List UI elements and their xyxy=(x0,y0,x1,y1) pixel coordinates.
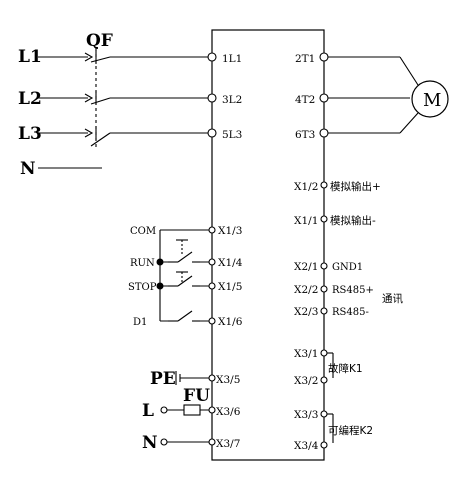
mains-lines xyxy=(38,52,102,169)
x1-3-label: X1/3 xyxy=(218,225,242,237)
run-junction xyxy=(156,258,164,266)
run-switch[interactable] xyxy=(168,239,200,266)
terminal-x2-2[interactable] xyxy=(320,285,328,293)
input-3l2-label: 3L2 xyxy=(222,94,242,106)
terminal-5l3[interactable] xyxy=(207,128,217,138)
breaker-label: QF xyxy=(86,31,113,51)
terminal-x3-1[interactable] xyxy=(320,349,328,357)
x2-1-label: X2/1 xyxy=(294,261,318,273)
d1-label: D1 xyxy=(133,317,147,328)
terminal-x1-4[interactable] xyxy=(208,258,216,266)
output-2t1-label: 2T1 xyxy=(295,53,315,65)
com-label: COM xyxy=(130,226,156,237)
x3-1-label: X3/1 xyxy=(294,348,318,360)
x3-5-label: X3/5 xyxy=(216,374,240,386)
mains-l2-label: L2 xyxy=(18,89,42,109)
terminal-x3-4[interactable] xyxy=(320,441,328,449)
control-wiring xyxy=(159,229,209,322)
mains-l3-label: L3 xyxy=(18,124,42,144)
x2-3-label: X2/3 xyxy=(294,306,318,318)
breaker-qf xyxy=(90,48,212,150)
x1-4-label: X1/4 xyxy=(218,257,243,269)
d1-switch[interactable] xyxy=(168,310,200,325)
relay-contacts xyxy=(327,352,334,443)
fuse-fu xyxy=(160,404,209,416)
terminal-x3-7[interactable] xyxy=(208,438,216,446)
stop-switch[interactable] xyxy=(168,271,200,290)
input-5l3-label: 5L3 xyxy=(222,129,242,141)
prog-k2-label: 可编程K2 xyxy=(328,424,373,437)
fault-k1-label: 故障K1 xyxy=(328,362,363,375)
x3-4-label: X3/4 xyxy=(294,440,319,452)
x2-2-label: X2/2 xyxy=(294,284,318,296)
terminal-x3-3[interactable] xyxy=(320,410,328,418)
terminal-x2-3[interactable] xyxy=(320,307,328,315)
analog-out-neg: 模拟输出- xyxy=(330,214,376,227)
mains-n-label: N xyxy=(20,159,36,179)
x1-5-label: X1/5 xyxy=(218,281,242,293)
terminal-3l2[interactable] xyxy=(207,93,217,103)
x3-7-label: X3/7 xyxy=(216,438,240,450)
terminal-x3-6[interactable] xyxy=(208,406,216,414)
motor-label: M xyxy=(423,90,441,111)
motor-wires xyxy=(328,56,419,134)
terminal-x1-5[interactable] xyxy=(208,282,216,290)
terminal-x3-5[interactable] xyxy=(208,374,216,382)
terminal-x1-6[interactable] xyxy=(208,317,216,325)
x3-6-label: X3/6 xyxy=(216,406,241,418)
run-label: RUN xyxy=(130,258,155,269)
l-label: L xyxy=(142,401,154,421)
terminal-x1-3[interactable] xyxy=(208,226,216,234)
x1-1-label: X1/1 xyxy=(294,215,318,227)
x3-3-label: X3/3 xyxy=(294,409,318,421)
fu-label: FU xyxy=(183,386,210,406)
terminal-2t1[interactable] xyxy=(319,52,329,62)
stop-label: STOP xyxy=(128,282,157,293)
terminal-x1-2[interactable] xyxy=(320,181,328,189)
terminal-6t3[interactable] xyxy=(319,128,329,138)
x3-2-label: X3/2 xyxy=(294,375,318,387)
analog-out-pos: 模拟输出+ xyxy=(330,180,381,193)
x1-2-label: X1/2 xyxy=(294,181,318,193)
terminal-4t2[interactable] xyxy=(319,93,329,103)
output-4t2-label: 4T2 xyxy=(295,94,315,106)
gnd1-label: GND1 xyxy=(332,262,363,273)
input-1l1-label: 1L1 xyxy=(222,53,242,65)
rs485-neg-label: RS485- xyxy=(332,307,369,318)
stop-junction xyxy=(156,282,164,290)
rs485-pos-label: RS485+ xyxy=(332,285,374,296)
output-6t3-label: 6T3 xyxy=(295,129,315,141)
ground-symbol xyxy=(175,371,209,385)
terminal-x3-2[interactable] xyxy=(320,376,328,384)
terminal-x2-1[interactable] xyxy=(320,262,328,270)
terminal-1l1[interactable] xyxy=(207,52,217,62)
drive-body xyxy=(211,29,325,461)
mains-l1-label: L1 xyxy=(18,47,42,67)
pe-label: PE xyxy=(150,369,176,389)
x1-6-label: X1/6 xyxy=(218,316,243,328)
comm-label: 通讯 xyxy=(382,292,403,305)
neutral-wire xyxy=(160,438,209,446)
terminal-x1-1[interactable] xyxy=(320,215,328,223)
n-label: N xyxy=(142,433,158,453)
motor-symbol xyxy=(411,80,449,118)
